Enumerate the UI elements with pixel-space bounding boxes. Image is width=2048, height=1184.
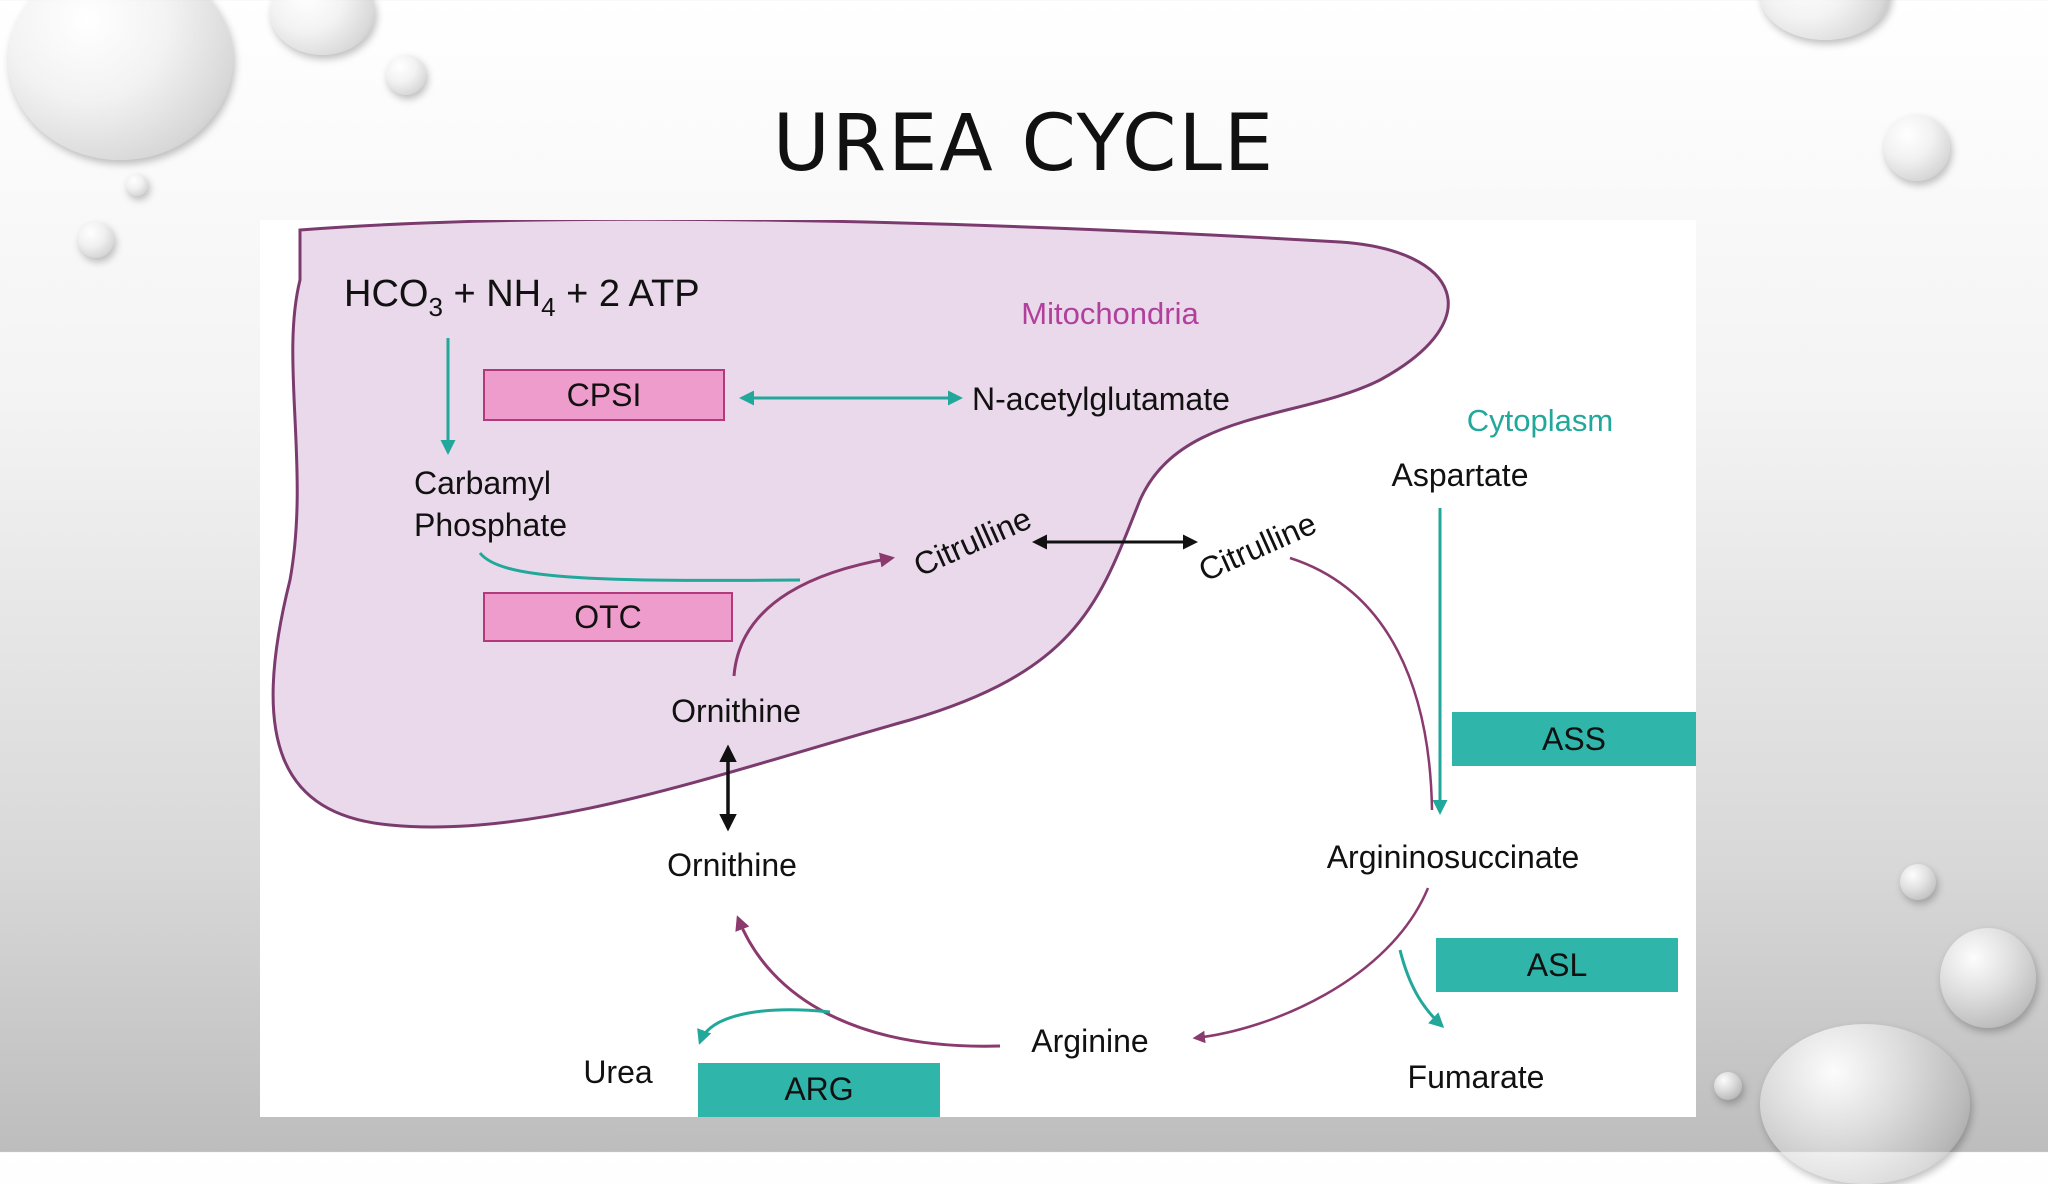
metabolite-argininosuccinate: Argininosuccinate: [1327, 839, 1580, 875]
metabolite-fumarate: Fumarate: [1408, 1059, 1545, 1095]
water-droplet-decoration: [1760, 0, 1890, 40]
water-droplet-decoration: [1940, 928, 2036, 1028]
urea-cycle-svg: Mitochondria Cytoplasm HCO3 + NH4 + 2 AT…: [271, 217, 1696, 1117]
metabolite-n-acetylglutamate: N-acetylglutamate: [972, 381, 1230, 417]
metabolite-arginine: Arginine: [1031, 1023, 1148, 1059]
enzyme-label-arg: ARG: [784, 1071, 853, 1107]
metabolite-urea: Urea: [583, 1054, 653, 1090]
reactants-label: HCO3 + NH4 + 2 ATP: [344, 273, 700, 322]
enzyme-label-ass: ASS: [1542, 721, 1606, 757]
arrow-argininosuccinate-to-fumarate: [1398, 949, 1445, 1029]
arrow-arginine-to-urea: [697, 1008, 831, 1045]
metabolite-aspartate: Aspartate: [1392, 457, 1529, 493]
water-droplet-decoration: [270, 0, 375, 55]
enzyme-label-cpsi: CPSI: [567, 377, 642, 413]
arrow-arginine-to-ornithine: [735, 915, 1001, 1048]
urea-cycle-diagram: Mitochondria Cytoplasm HCO3 + NH4 + 2 AT…: [260, 217, 1696, 1117]
water-droplet-decoration: [126, 174, 148, 196]
metabolite-carbamyl: Carbamyl: [414, 465, 551, 501]
compartment-label-mitochondria: Mitochondria: [1021, 296, 1199, 331]
arrow-citrulline-to-argininosuccinate: [1289, 556, 1434, 811]
slide-title: UREA CYCLE: [772, 99, 1276, 189]
water-droplet-decoration: [386, 55, 426, 95]
compartment-label-cytoplasm: Cytoplasm: [1467, 403, 1613, 438]
metabolite-ornithine-mitochondria: Ornithine: [671, 693, 801, 729]
water-droplet-decoration: [1884, 115, 1950, 181]
water-droplet-decoration: [1714, 1072, 1742, 1100]
arrow-ornithine-to-citrulline: [732, 552, 895, 677]
enzyme-box-otc: [483, 592, 733, 642]
arrow-argininosuccinate-to-arginine: [1192, 887, 1430, 1044]
metabolite-ornithine-cytoplasm: Ornithine: [667, 847, 797, 883]
enzyme-box-ass: [1452, 712, 1696, 766]
water-droplet-decoration: [8, 0, 233, 160]
enzyme-label-asl: ASL: [1527, 947, 1587, 983]
water-droplet-decoration: [78, 222, 114, 258]
enzyme-box-cpsi: [483, 369, 725, 421]
water-droplet-decoration: [1760, 1024, 1970, 1184]
metabolite-phosphate: Phosphate: [414, 507, 567, 543]
arrow-carbamyl-to-citrulline: [478, 552, 801, 582]
enzyme-box-arg: [698, 1063, 940, 1117]
metabolite-citrulline-cytoplasm: Citrulline: [1193, 505, 1321, 589]
water-droplet-decoration: [1900, 864, 1936, 900]
enzyme-label-otc: OTC: [574, 599, 642, 635]
enzyme-box-asl: [1436, 938, 1678, 992]
